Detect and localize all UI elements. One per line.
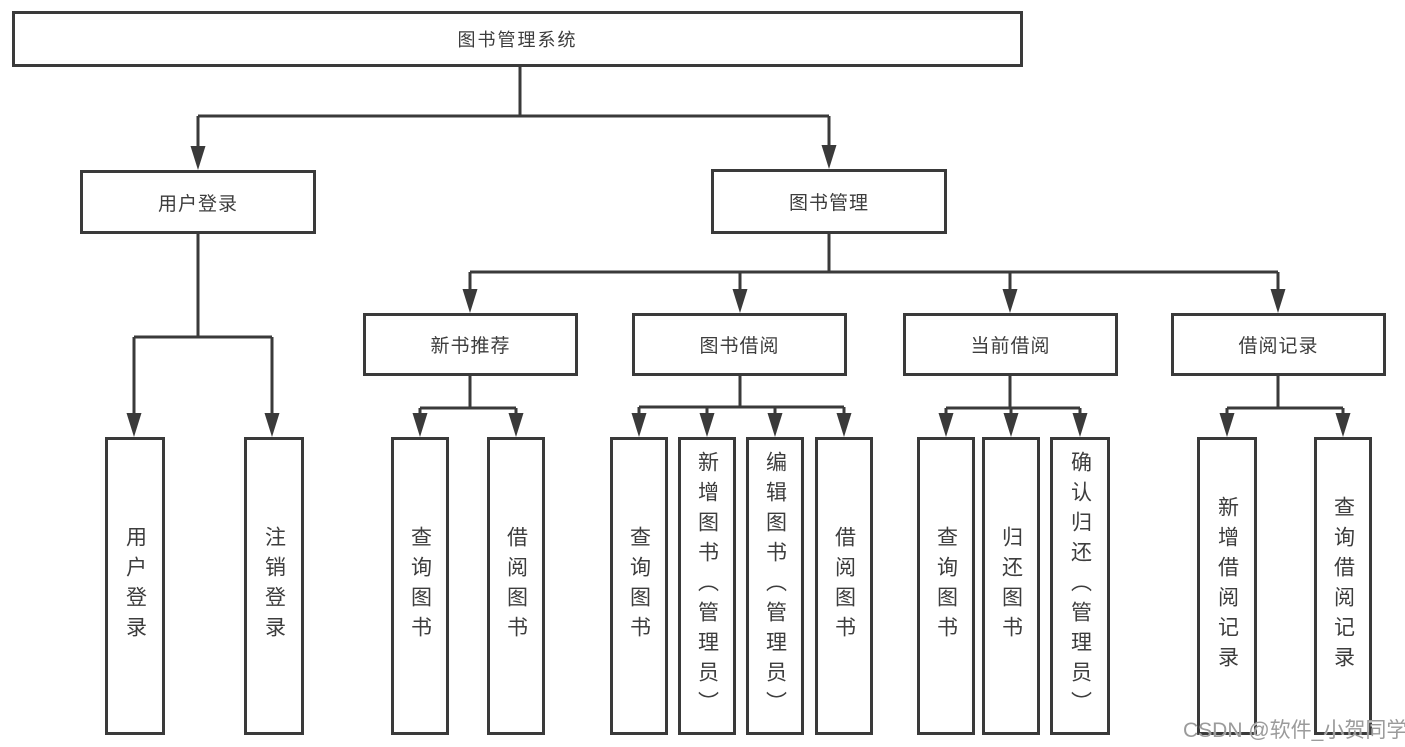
node-user-login: 用户登录	[80, 170, 316, 234]
csdn-watermark: CSDN @软件_小贺同学	[1183, 719, 1405, 742]
leaf-return-book: 归还图书	[982, 437, 1040, 735]
leaf-edit-book-admin: 编辑图书（管理员）	[746, 437, 804, 735]
leaf-query-borrow-record: 查询借阅记录	[1314, 437, 1372, 735]
leaf-add-borrow-record: 新增借阅记录	[1197, 437, 1257, 735]
leaf-add-book-admin: 新增图书（管理员）	[678, 437, 736, 735]
node-current-borrowing: 当前借阅	[903, 313, 1118, 376]
leaf-confirm-return-admin: 确认归还（管理员）	[1050, 437, 1110, 735]
leaf-logout: 注销登录	[244, 437, 304, 735]
node-book-borrowing: 图书借阅	[632, 313, 847, 376]
leaf-query-books-recommend: 查询图书	[391, 437, 449, 735]
leaf-borrow-books: 借阅图书	[815, 437, 873, 735]
leaf-borrow-books-recommend: 借阅图书	[487, 437, 545, 735]
leaf-query-books-current: 查询图书	[917, 437, 975, 735]
leaf-query-books-borrow: 查询图书	[610, 437, 668, 735]
leaf-user-login: 用户登录	[105, 437, 165, 735]
node-book-management: 图书管理	[711, 169, 947, 234]
node-borrowing-records: 借阅记录	[1171, 313, 1386, 376]
node-library-management-system: 图书管理系统	[12, 11, 1023, 67]
node-new-book-recommendation: 新书推荐	[363, 313, 578, 376]
